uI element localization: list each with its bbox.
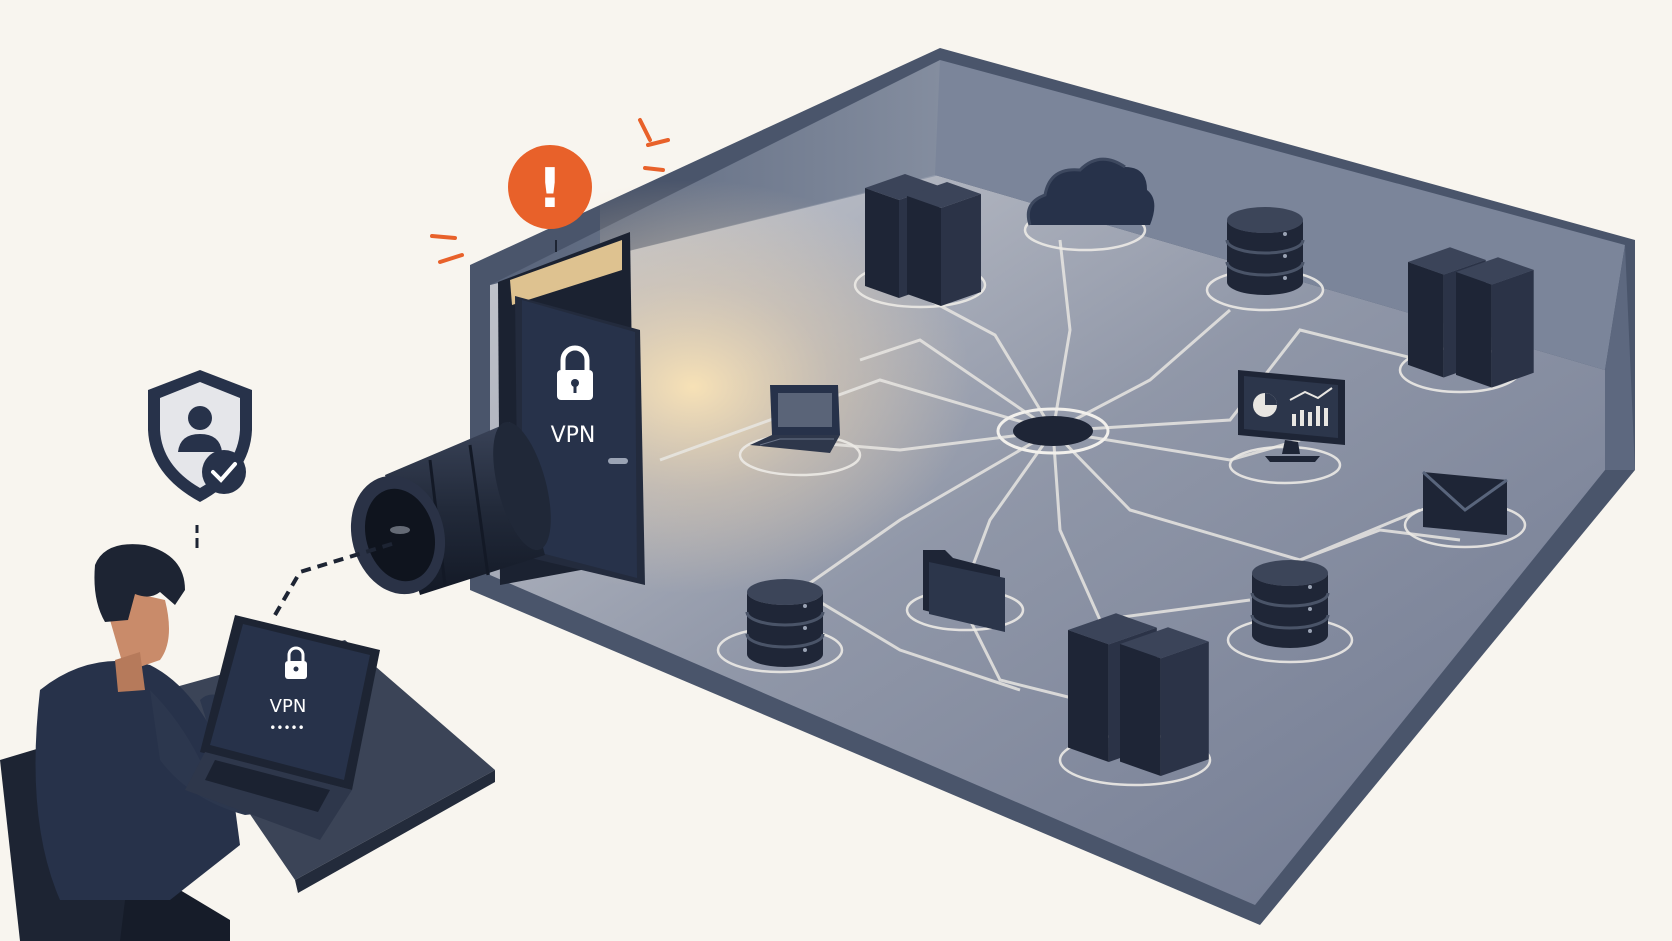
network-room (470, 48, 1635, 925)
network-hub-icon (996, 407, 1110, 455)
database-icon (745, 577, 825, 669)
cloud-icon (1026, 157, 1155, 226)
laptop-vpn-label: VPN (270, 696, 307, 717)
database-icon (1250, 558, 1330, 650)
shield-user-check-icon (148, 370, 252, 548)
database-icon (1225, 205, 1305, 297)
server-rack-icon (1408, 247, 1534, 388)
alert-symbol: ! (538, 157, 563, 220)
door-vpn-label: VPN (551, 423, 596, 448)
side-wall-right (1605, 245, 1635, 470)
folder-icon (923, 550, 1005, 632)
lock-icon (557, 345, 593, 400)
server-rack-icon (865, 174, 981, 306)
vpn-tunnel (350, 421, 551, 595)
monitor-dashboard-icon (1238, 370, 1345, 462)
laptop-icon (750, 385, 840, 453)
alert-icon: ! (430, 118, 670, 264)
user-laptop: VPN ••••• (185, 615, 380, 840)
mail-icon (1421, 470, 1508, 535)
server-rack-icon (1068, 613, 1209, 776)
lock-icon (285, 646, 307, 679)
password-mask: ••••• (269, 721, 304, 735)
